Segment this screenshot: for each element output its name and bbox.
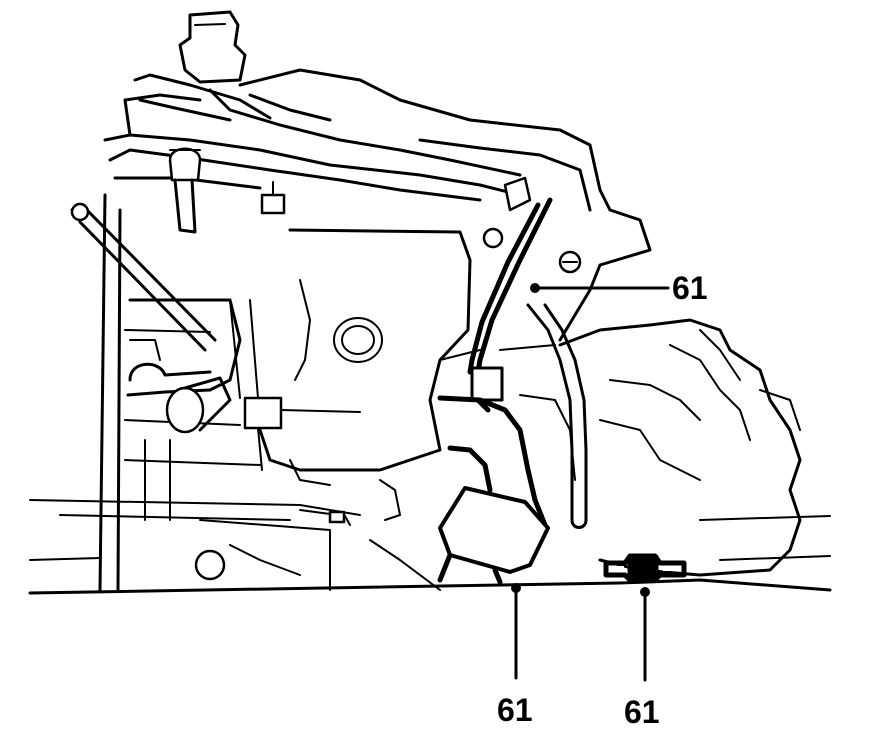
block-boss (333, 317, 383, 363)
breather-tube (526, 303, 588, 529)
harness-connector-center (229, 299, 361, 471)
callout-label-top: 61 (672, 270, 708, 306)
engine-block (98, 68, 652, 592)
hose-61-lower (437, 395, 550, 585)
callout-leaders (511, 283, 670, 682)
valve-61 (603, 553, 687, 583)
misc-details (289, 344, 556, 526)
callout-label-bottom-right: 61 (624, 694, 660, 730)
lower-left-hoses (126, 339, 232, 581)
callout-label-bottom-left: 61 (497, 692, 533, 728)
chassis-lines (28, 499, 832, 595)
dipstick-tube (70, 202, 217, 352)
hose-61-upper (467, 197, 553, 413)
oil-filler-cap (178, 10, 247, 84)
top-sensors (260, 176, 582, 274)
transmission-housing (558, 318, 802, 577)
coolant-sensor (168, 147, 202, 234)
